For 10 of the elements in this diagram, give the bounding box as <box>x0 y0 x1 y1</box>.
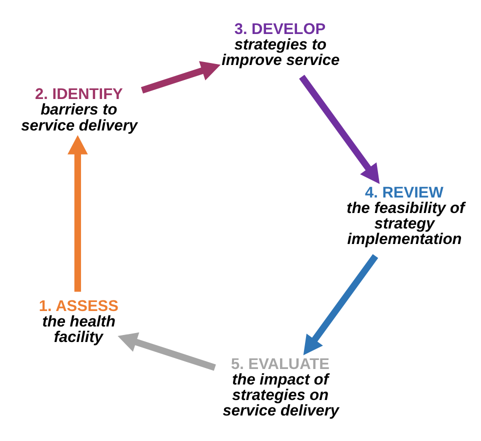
node-text: 4. REVIEW the feasibility of strategy implementation <box>346 184 464 248</box>
node-text: 5. EVALUATE the impact of strategies on service delivery <box>222 355 339 419</box>
node-text: 2. IDENTIFY barriers to service delivery <box>20 86 138 134</box>
arrow <box>298 74 380 184</box>
node-text: 3. DEVELOP strategies to improve service <box>221 20 340 68</box>
arrow <box>67 134 88 292</box>
arrow <box>302 254 378 355</box>
node-text: 1. ASSESS the health facility <box>38 298 118 346</box>
arrow <box>140 60 220 93</box>
arrow <box>117 332 216 370</box>
